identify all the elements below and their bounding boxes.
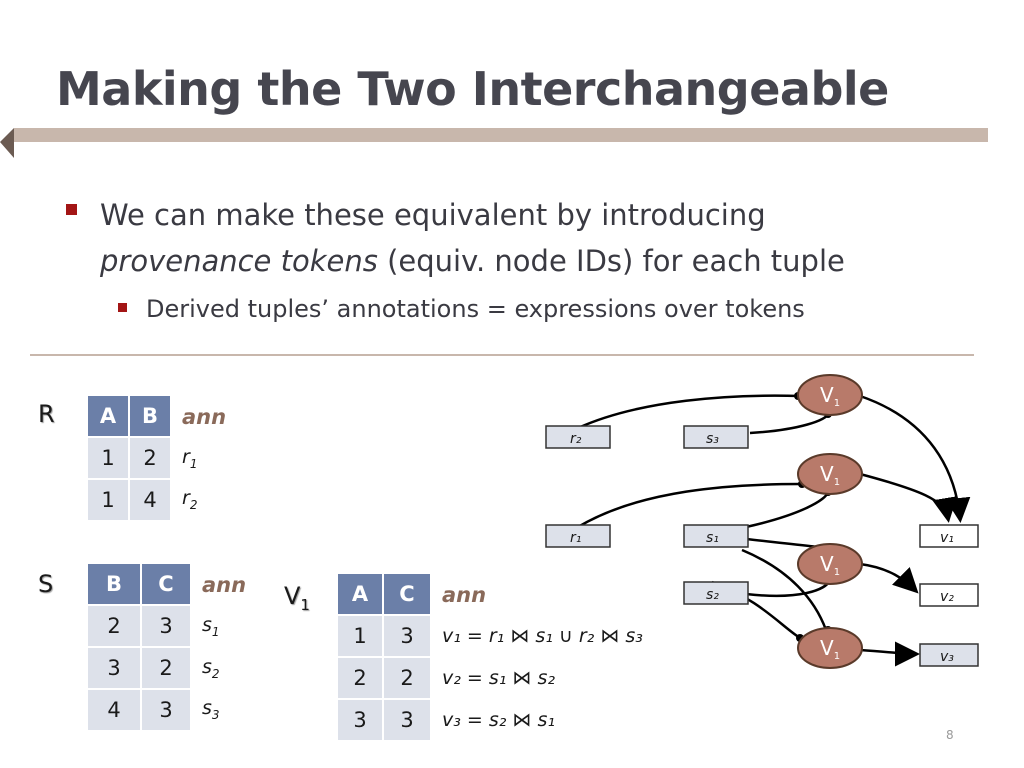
edge-v-v1-top <box>859 394 971 523</box>
v-node-2: V1 <box>797 453 863 495</box>
tuple-label-s1: s₁ <box>706 530 719 546</box>
table-row: 1 3 v₁ = r₁ ⋈ s₁ ∪ r₂ ⋈ s₃ <box>338 614 643 657</box>
relation-r-table: A B ann 1 2 r1 1 4 r2 <box>88 396 227 520</box>
relation-r-label: R <box>38 400 55 428</box>
separator-rule <box>30 354 974 356</box>
bullet-marker-2 <box>118 303 127 312</box>
annotation-expression: v₂ = s₁ ⋈ s₂ <box>431 657 643 699</box>
table-cell: 1 <box>88 436 130 479</box>
edge-v-v3 <box>859 641 920 667</box>
tuple-label-v1: v₁ <box>940 530 954 546</box>
table-cell: 3 <box>338 698 384 740</box>
annotation-cell: s3 <box>191 689 247 730</box>
annotation-cell: r1 <box>171 437 227 479</box>
header-cell-ann: ann <box>431 574 643 615</box>
table-cell: 2 <box>383 656 432 699</box>
v-node-3: V1 <box>797 543 863 585</box>
header-cell: A <box>338 574 384 615</box>
v-node-2-label: V1 <box>820 462 840 488</box>
table-row: 3 2 s2 <box>88 646 247 689</box>
bullet-1: We can make these equivalent by introduc… <box>100 192 845 284</box>
header-cell: C <box>383 574 432 615</box>
page-number: 8 <box>946 728 954 742</box>
header-cell-ann: ann <box>191 564 247 605</box>
v-node-4-label: V1 <box>820 636 840 662</box>
annotation-cell: r2 <box>171 479 227 520</box>
relation-s-label: S <box>38 570 54 598</box>
table-row: 2 3 s1 <box>88 604 247 647</box>
table-cell: 2 <box>88 604 142 647</box>
bullet-marker-1 <box>66 204 77 215</box>
table-cell: 1 <box>338 614 384 657</box>
v-node-4: V1 <box>797 627 863 669</box>
edge-s3-v <box>749 413 830 435</box>
tuple-label-v2: v₂ <box>940 589 954 605</box>
edge-v-v1 <box>859 472 958 523</box>
title-bar-notch <box>0 128 14 158</box>
v-node-3-label: V1 <box>820 552 840 578</box>
v-node-1: V1 <box>797 374 863 416</box>
table-row: 2 2 v₂ = s₁ ⋈ s₂ <box>338 656 643 699</box>
annotation-expression: v₃ = s₂ ⋈ s₁ <box>431 699 643 740</box>
graph-edges <box>577 394 971 667</box>
edge-r1-v <box>577 482 803 529</box>
table-cell: 3 <box>383 698 432 740</box>
slide-title: Making the Two Interchangeable <box>56 62 889 116</box>
tuple-node-r2 <box>545 425 611 449</box>
table-cell: 2 <box>338 656 384 699</box>
table-cell: 1 <box>88 478 130 520</box>
tuple-label-r2: r₂ <box>570 431 582 447</box>
table-cell: 4 <box>129 478 172 520</box>
table-cell: 3 <box>88 646 142 689</box>
table-cell: 3 <box>141 604 192 647</box>
annotation-cell: s1 <box>191 605 247 647</box>
edge-s1-v <box>745 491 830 529</box>
bullet-2: Derived tuples’ annotations = expression… <box>146 295 805 323</box>
table-cell: 3 <box>141 688 192 730</box>
tuple-node-s2 <box>683 581 749 605</box>
relation-s-table: B C ann 2 3 s1 3 2 s2 4 3 s3 <box>88 564 247 730</box>
v-node-1-label: V1 <box>820 383 840 409</box>
tuple-node-v2 <box>919 583 979 607</box>
edge-s1-v3 <box>741 548 828 631</box>
title-bar <box>14 128 988 142</box>
table-row: 4 3 s3 <box>88 688 247 730</box>
relation-v1-table: A C ann 1 3 v₁ = r₁ ⋈ s₁ ∪ r₂ ⋈ s₃ 2 2 v… <box>338 574 643 740</box>
table-cell: 4 <box>88 688 142 730</box>
tuple-node-v3 <box>919 643 979 667</box>
relation-v1-label: V1 <box>284 582 310 614</box>
table-row: 1 4 r2 <box>88 478 227 520</box>
tuple-label-s2: s₂ <box>706 587 719 603</box>
bullet-1-emphasis: provenance tokens <box>100 244 378 278</box>
header-cell: B <box>88 564 142 605</box>
tuple-label-r1: r₁ <box>570 530 581 546</box>
tuple-node-s3 <box>683 425 749 449</box>
header-cell: C <box>141 564 192 605</box>
annotation-cell: s2 <box>191 647 247 689</box>
edge-r2-v <box>577 394 801 430</box>
table-row: 1 2 r1 <box>88 436 227 479</box>
table-cell: 3 <box>383 614 432 657</box>
bullet-1-line2: (equiv. node IDs) for each tuple <box>377 244 845 278</box>
edge-v-v2 <box>859 562 919 594</box>
table-cell: 2 <box>129 436 172 479</box>
tuple-node-r1 <box>545 524 611 548</box>
tuple-label-v3: v₃ <box>940 649 954 665</box>
annotation-expression: v₁ = r₁ ⋈ s₁ ∪ r₂ ⋈ s₃ <box>431 615 643 657</box>
tuple-node-v1 <box>919 524 979 548</box>
table-cell: 2 <box>141 646 192 689</box>
tuple-node-s1 <box>683 524 749 548</box>
table-row: 3 3 v₃ = s₂ ⋈ s₁ <box>338 698 643 740</box>
header-cell: A <box>88 396 130 437</box>
tuple-label-s3: s₃ <box>706 431 719 447</box>
bullet-1-line1: We can make these equivalent by introduc… <box>100 198 766 232</box>
header-cell-ann: ann <box>171 396 227 437</box>
header-cell: B <box>129 396 172 437</box>
